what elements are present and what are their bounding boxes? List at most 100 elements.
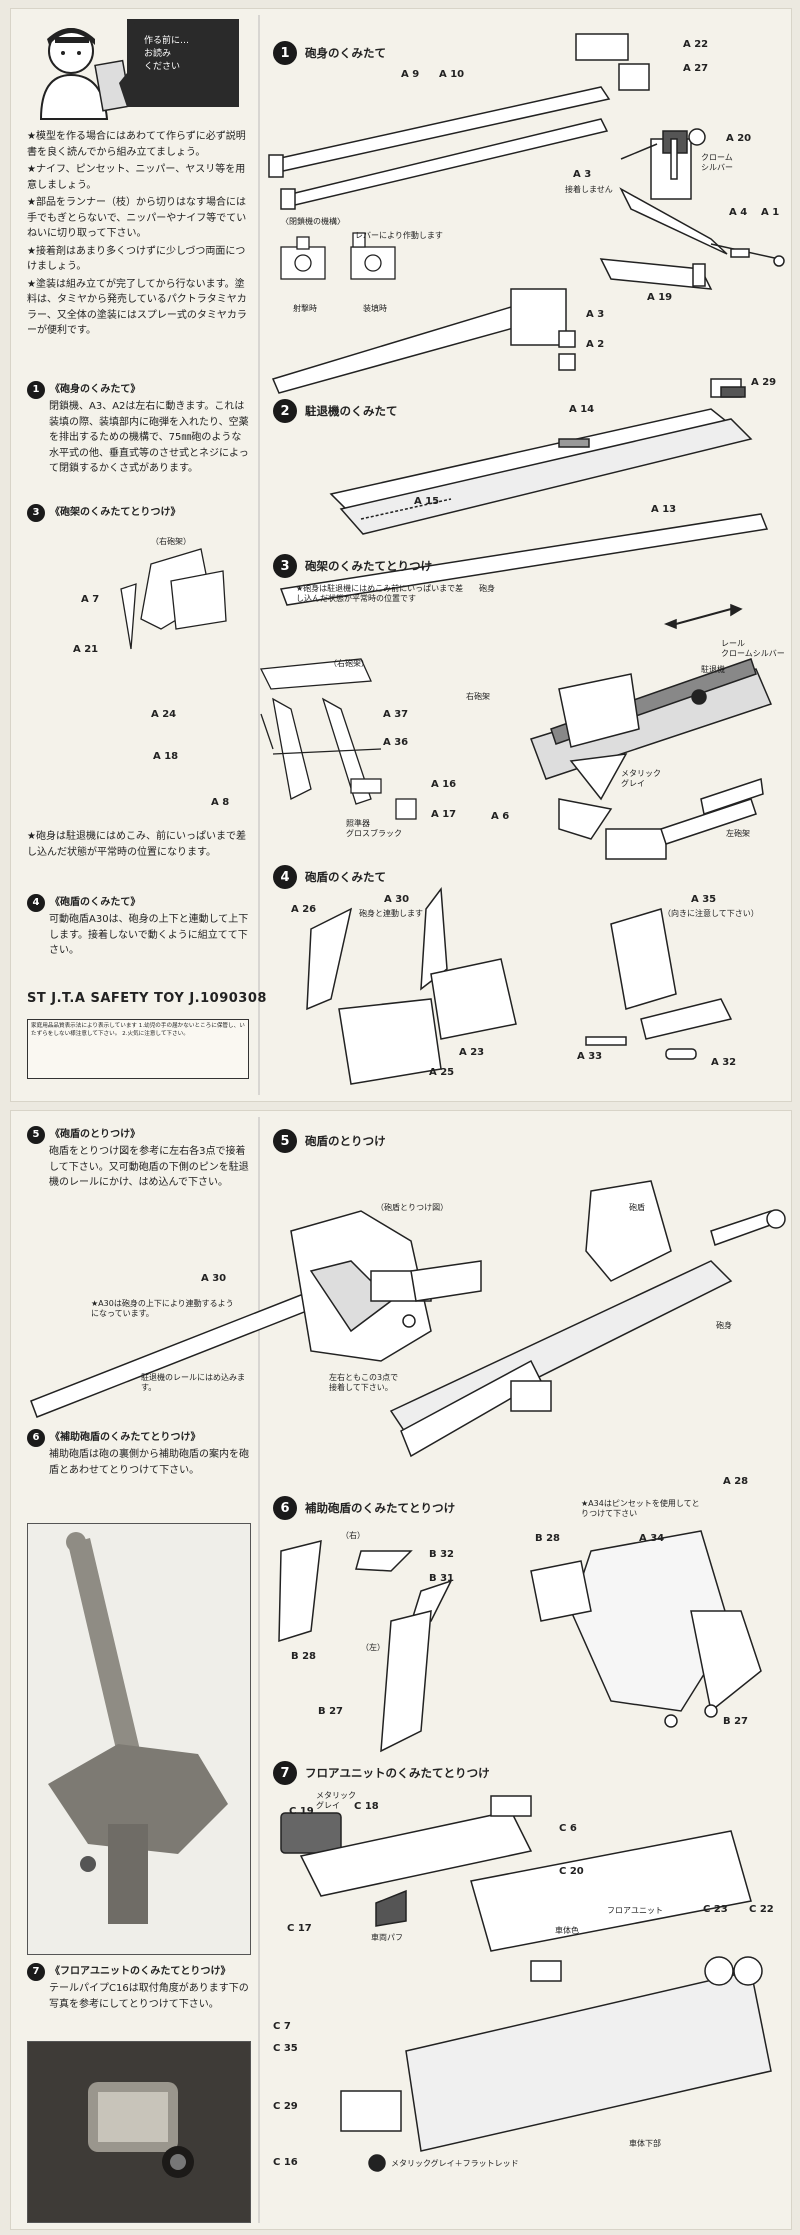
- exhaust-label: 車両パフ: [371, 1933, 403, 1942]
- part-label-a24: A 24: [151, 709, 177, 720]
- barrel-label: 砲身: [716, 1321, 732, 1330]
- step-title: 砲身のくみたて: [305, 46, 386, 60]
- left-step1-block: 1《砲身のくみたて》 閉鎖機、A3、A2は左右に動きます。これは装填の際、装填部…: [27, 381, 249, 479]
- load-state-label: 装填時: [363, 304, 387, 313]
- part-label-a30: A 30: [201, 1273, 227, 1284]
- part-label-a20: A 20: [726, 133, 752, 144]
- step-title: 《フロアユニットのくみたてとりつけ》: [50, 1966, 231, 1978]
- part-label-b32: B 32: [429, 1549, 455, 1560]
- step-title: 砲盾のとりつけ: [305, 1134, 386, 1148]
- step-number-badge: 6: [27, 1429, 45, 1447]
- step-number-badge: 4: [273, 865, 297, 889]
- left-carriage-label: 左砲架: [726, 829, 750, 838]
- right-carriage-label-2: （右砲架）: [329, 659, 369, 668]
- part-label-a34: A 34: [639, 1533, 665, 1544]
- step-title: 砲架のくみたてとりつけ: [305, 559, 433, 573]
- part-label-c20: C 20: [559, 1866, 584, 1877]
- a34-tweezers-note: ★A34はピンセットを使用してとりつけて下さい: [581, 1499, 700, 1519]
- part-label-a8: A 8: [211, 797, 230, 808]
- part-label-a21: A 21: [73, 644, 99, 655]
- step-text: 補助砲盾は砲の裏側から補助砲盾の案内を砲盾とあわせてとりつけて下さい。: [49, 1449, 249, 1476]
- hull-bottom-label: 車体下部: [629, 2139, 661, 2148]
- step-title: 《砲身のくみたて》: [50, 384, 141, 396]
- part-label-b31: B 31: [429, 1573, 455, 1584]
- part-label-c19: C 19: [289, 1806, 314, 1817]
- step-text: テールパイプC16は取付角度があります下の写真を参考にしてとりつけて下さい。: [49, 1983, 249, 2010]
- part-label-a6: A 6: [491, 811, 510, 822]
- part-label-a10: A 10: [439, 69, 465, 80]
- attach-figure-label: （砲盾とりつけ図）: [376, 1203, 449, 1212]
- step-number-badge: 1: [27, 381, 45, 399]
- intro-notes: ★模型を作る場合にはあわてて作らずに必ず説明書を良く読んでから組み立てましょう。…: [27, 129, 249, 341]
- part-label-c29: C 29: [273, 2101, 298, 2112]
- part-label-a35: A 35: [691, 894, 717, 905]
- a35-direction-note: （向きに注意して下さい）: [663, 909, 759, 918]
- assembled-gun-photo: [27, 1523, 251, 1955]
- header-bubble-text: 作る前に… お読み ください: [144, 36, 190, 73]
- part-label-a16: A 16: [431, 779, 457, 790]
- part-label-c6: C 6: [559, 1823, 577, 1834]
- rail-note: レール クロームシルバー: [721, 639, 785, 659]
- page1-artwork: [39, 15, 785, 1095]
- step-number-badge: 7: [273, 1761, 297, 1785]
- step-number-badge: 6: [273, 1496, 297, 1520]
- step-number-badge: 3: [27, 504, 45, 522]
- part-label-a3-b: A 3: [586, 309, 605, 320]
- step-title: 《砲盾のくみたて》: [50, 897, 141, 909]
- step-title: 補助砲盾のくみたてとりつけ: [305, 1501, 456, 1515]
- page2-artwork: [30, 1117, 786, 2223]
- mascot-icon: [39, 28, 132, 120]
- step-title: フロアユニットのくみたてとりつけ: [305, 1766, 490, 1780]
- instruction-page-1: 作る前に… お読み ください ★模型を作る場合にはあわてて作らずに必ず説明書を良…: [10, 8, 792, 1102]
- part-label-b27: B 27: [318, 1706, 344, 1717]
- part-label-a36: A 36: [383, 737, 409, 748]
- fire-state-label: 射撃時: [293, 304, 317, 313]
- part-label-c17: C 17: [287, 1923, 312, 1934]
- step-title: 《砲盾のとりつけ》: [50, 1129, 141, 1141]
- left-step7-block: 7 《フロアユニットのくみたてとりつけ》 テールパイプC16は取付角度があります下…: [27, 1963, 249, 2014]
- step1-heading: 1 砲身のくみたて: [273, 41, 386, 65]
- a30-linked-note: 砲身と連動します: [359, 909, 423, 918]
- instruction-page-2: 5《砲盾のとりつけ》 砲盾をとりつけ図を参考に左右各3点で接着して下さい。又可動…: [10, 1110, 792, 2230]
- lever-note: レバーにより作動します: [355, 231, 443, 240]
- part-label-a25: A 25: [429, 1067, 455, 1078]
- tailpipe-photo: [27, 2041, 251, 2223]
- part-label-b27-right: B 27: [723, 1716, 749, 1727]
- left-step3-block: 3 《砲架のくみたてとりつけ》: [27, 504, 249, 522]
- part-label-a28: A 28: [723, 1476, 749, 1487]
- floor-unit-label: フロアユニット: [607, 1906, 663, 1915]
- step-number-badge: 2: [273, 399, 297, 423]
- c16-color-note: メタリックグレイ＋フラットレッド: [391, 2159, 519, 2168]
- sight-color-note: 照準器 グロスブラック: [346, 819, 402, 839]
- step-title: 《砲架のくみたてとりつけ》: [50, 507, 181, 519]
- a30-linked-note: ★A30は砲身の上下により連動するようになっています。: [91, 1299, 234, 1319]
- glue-points-note: 左右ともこの3点で 接着して下さい。: [329, 1373, 399, 1393]
- step-number-badge: 5: [273, 1129, 297, 1153]
- step-number-badge: 1: [273, 41, 297, 65]
- part-label-c18: C 18: [354, 1801, 379, 1812]
- part-label-c7: C 7: [273, 2021, 291, 2032]
- step-title: 砲盾のくみたて: [305, 870, 386, 884]
- part-label-c22: C 22: [749, 1904, 774, 1915]
- part-label-b28: B 28: [291, 1651, 317, 1662]
- part-label-a30: A 30: [384, 894, 410, 905]
- intro-note: ★部品をランナー（枝）から切りはなす場合には手でもぎとらないで、ニッパーやナイフ…: [27, 197, 247, 239]
- part-label-a26: A 26: [291, 904, 317, 915]
- breech-title: 〈閉鎖機の機構〉: [281, 217, 345, 226]
- part-label-a29: A 29: [751, 377, 777, 388]
- part-label-a9: A 9: [401, 69, 420, 80]
- part-label-a32: A 32: [711, 1057, 737, 1068]
- safety-mark: ST J.T.A SAFETY TOY J.1090308: [27, 991, 267, 1006]
- step-text: 可動砲盾A30は、砲身の上下と連動して上下します。接着しないで動くように組立てて…: [49, 914, 249, 956]
- left-side-label: （左）: [361, 1643, 385, 1652]
- part-label-a13: A 13: [651, 504, 677, 515]
- left-step6-block: 6 《補助砲盾のくみたてとりつけ》 補助砲盾は砲の裏側から補助砲盾の案内を砲盾とあ…: [27, 1429, 249, 1480]
- step-title: 《補助砲盾のくみたてとりつけ》: [50, 1432, 201, 1444]
- no-glue-note: 接着しません: [565, 185, 613, 194]
- step7-heading: 7 フロアユニットのくみたてとりつけ: [273, 1761, 490, 1785]
- part-label-c16: C 16: [273, 2157, 298, 2168]
- right-carriage-label-3: 右砲架: [466, 692, 490, 701]
- step-number-badge: 7: [27, 1963, 45, 1981]
